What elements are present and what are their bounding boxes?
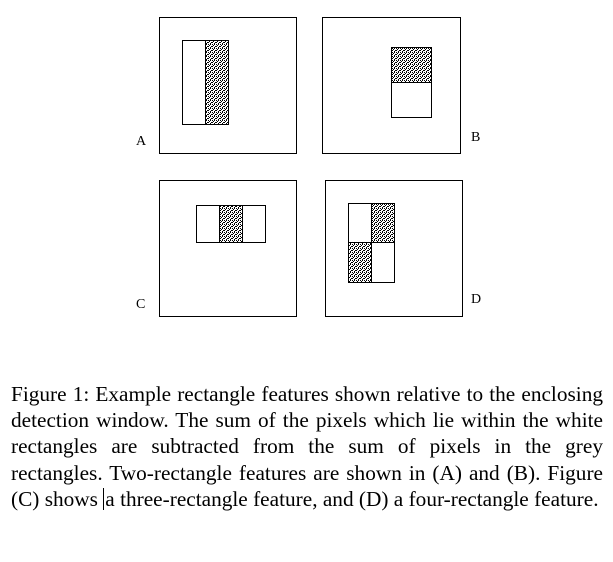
panel-b	[322, 17, 461, 154]
white-rect-d-bottom-right	[371, 242, 395, 283]
panel-d	[325, 180, 463, 317]
white-rect-d-top-left	[348, 203, 372, 243]
white-rect-c-left	[196, 205, 220, 243]
panel-label-b: B	[471, 130, 481, 145]
panel-label-a: A	[136, 134, 147, 149]
detection-window-b	[322, 17, 461, 154]
caption-text-part1: Figure 1: Example rectangle features sho…	[11, 382, 603, 511]
detection-window-d	[325, 180, 463, 317]
grey-rect-d-bottom-left	[348, 242, 372, 283]
panel-label-d: D	[471, 292, 482, 307]
white-rect-a	[182, 40, 206, 125]
text-cursor	[103, 487, 105, 510]
panel-c	[159, 180, 297, 317]
figure-caption: Figure 1: Example rectangle features sho…	[11, 381, 603, 512]
caption-text-part2: a three-rectangle feature, and (D) a fou…	[105, 486, 599, 511]
grey-rect-c	[219, 205, 243, 243]
grey-rect-b	[391, 47, 432, 83]
figure-diagram	[159, 17, 463, 317]
grey-rect-a	[205, 40, 229, 125]
detection-window-a	[159, 17, 297, 154]
grey-rect-d-top-right	[371, 203, 395, 243]
white-rect-c-right	[242, 205, 266, 243]
panel-a	[159, 17, 297, 154]
panel-label-c: C	[136, 297, 146, 312]
detection-window-c	[159, 180, 297, 317]
white-rect-b	[391, 82, 432, 118]
